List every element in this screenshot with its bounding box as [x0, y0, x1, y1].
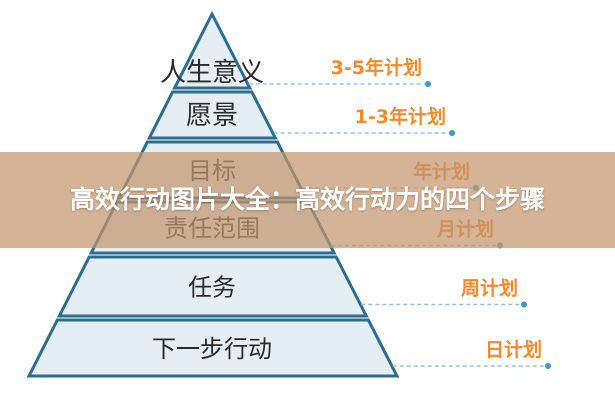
- pyramid-tier-1: [172, 10, 253, 90]
- plan-label-5: 周计划: [461, 277, 518, 300]
- title-banner: 高效行动图片大全：高效行动力的四个步骤: [0, 152, 615, 248]
- connector-dot-1: [425, 81, 431, 87]
- plan-label-2: 1-3年计划: [355, 105, 446, 128]
- connector-dot-6: [545, 363, 551, 369]
- tier-label-1: 人生意义: [160, 58, 264, 88]
- tier-label-2: 愿景: [186, 101, 238, 131]
- pyramid-tier-2: [146, 90, 278, 140]
- banner-title: 高效行动图片大全：高效行动力的四个步骤: [69, 185, 545, 214]
- plan-label-1: 3-5年计划: [331, 56, 422, 79]
- pyramid-tier-6: [26, 318, 400, 378]
- tier-label-6: 下一步行动: [152, 335, 272, 363]
- plan-label-6: 日计划: [485, 338, 542, 361]
- tier-label-5: 任务: [188, 274, 236, 302]
- pyramid-tier-5: [56, 255, 369, 318]
- connector-dot-2: [449, 130, 455, 136]
- connector-dot-5: [521, 301, 527, 308]
